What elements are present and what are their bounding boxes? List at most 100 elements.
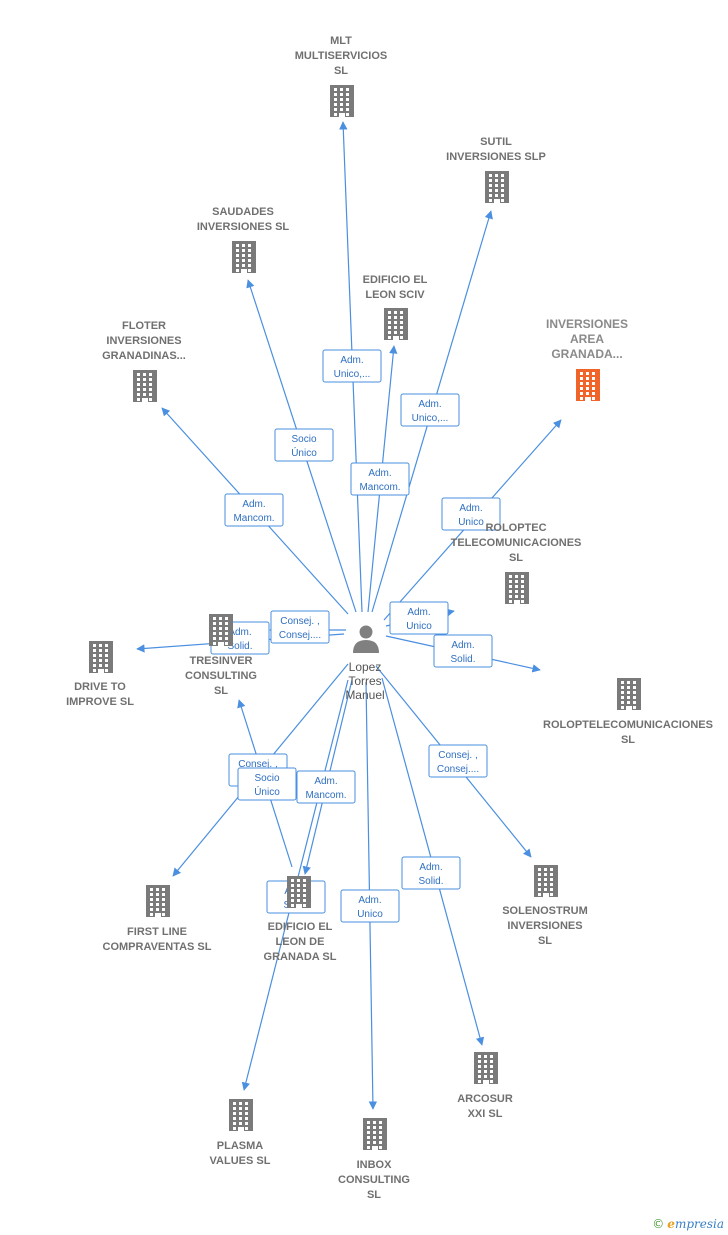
company-node-solenostrum[interactable]: SOLENOSTRUM INVERSIONES SL [502, 865, 588, 947]
building-icon [133, 370, 157, 402]
edge-label-text: Único [291, 446, 317, 459]
edge-label-roloptec[interactable]: Adm.Unico [389, 601, 449, 635]
building-icon [617, 678, 641, 710]
company-label: GRANADA... [551, 347, 622, 361]
company-label: SUTIL [480, 136, 512, 148]
company-label: INVERSIONES SL [197, 221, 290, 233]
company-node-saudades[interactable]: SAUDADES INVERSIONES SL [197, 206, 290, 273]
edge-label-text: Solid. [418, 876, 443, 887]
edge-label-text: Consej. , [438, 750, 477, 761]
edge-label-text: Adm. [418, 399, 441, 410]
building-icon [89, 641, 113, 673]
company-node-arcosur[interactable]: ARCOSUR XXI SL [457, 1052, 513, 1120]
company-label: COMPRAVENTAS SL [103, 941, 212, 953]
company-label: LEON DE [276, 936, 325, 948]
company-label: MULTISERVICIOS [295, 50, 388, 62]
company-node-first-line[interactable]: FIRST LINE COMPRAVENTAS SL [103, 885, 212, 953]
company-label: FIRST LINE [127, 926, 187, 938]
company-label: PLASMA [217, 1140, 264, 1152]
person-label: Manuel [345, 688, 384, 702]
company-label: TELECOMUNICACIONES [451, 537, 582, 549]
edge-label-sutil[interactable]: Adm. Unico,... [400, 393, 460, 427]
edge-label-sciv[interactable]: Adm.Mancom. [350, 462, 410, 496]
person-icon [349, 620, 383, 654]
edge-label-roloptelecom[interactable]: Adm.Solid. [433, 634, 493, 668]
edge-label-text: Adm. [242, 499, 265, 510]
edge-label-solenostrum[interactable]: Consej. , Consej.... [428, 744, 488, 778]
building-icon [287, 876, 311, 908]
edge-label-text: Unico,... [412, 413, 449, 424]
empresia-logo[interactable]: ©empresia [652, 1217, 724, 1231]
building-icon [576, 369, 600, 401]
company-label: ROLOPTELECOMUNICACIONES [543, 719, 713, 731]
edge-label-text: Consej. , [238, 759, 277, 770]
company-label: SL [538, 935, 552, 947]
building-icon [330, 85, 354, 117]
company-node-inversiones-area[interactable]: INVERSIONESAREAGRANADA... [546, 317, 628, 401]
building-icon [534, 865, 558, 897]
edge-label-text: Adm. [459, 503, 482, 514]
edge-label-mlt[interactable]: Adm. Unico,... [322, 349, 382, 383]
edge-label-text: Mancom. [359, 482, 400, 493]
company-label: GRANADA SL [264, 951, 337, 963]
edge-label-text: Unico,... [334, 369, 371, 380]
company-label: FLOTER [122, 320, 166, 332]
building-icon [505, 572, 529, 604]
edge-label-text: Solid. [450, 654, 475, 665]
company-label: XXI SL [468, 1108, 503, 1120]
edge-label-text: Adm. [228, 627, 251, 638]
edge-label-tres-consej[interactable]: Consej. ,Consej.... [270, 610, 330, 644]
company-label: GRANADINAS... [102, 350, 186, 362]
edge-label-floter[interactable]: Adm. Mancom. [224, 493, 284, 527]
edge-label-text: Solid. [227, 641, 252, 652]
company-node-plasma[interactable]: PLASMA VALUES SL [210, 1099, 271, 1167]
edge-label-text: Adm. [358, 895, 381, 906]
edge-label-area[interactable]: Adm. Unico [441, 497, 501, 531]
building-icon [474, 1052, 498, 1084]
company-label: ROLOPTEC [485, 522, 546, 534]
edge-label-text: Consej.... [437, 764, 479, 775]
company-label: VALUES SL [210, 1155, 271, 1167]
building-icon [384, 308, 408, 340]
edge-label-text: Socio [254, 773, 279, 784]
copyright-icon: © [652, 1217, 665, 1231]
company-label: INVERSIONES [507, 920, 582, 932]
company-label: MLT [330, 35, 352, 47]
building-icon [485, 171, 509, 203]
building-icon [363, 1118, 387, 1150]
edge-label-arcosur[interactable]: Adm. Solid. [401, 856, 461, 890]
company-label: IMPROVE SL [66, 696, 134, 708]
company-label: SL [509, 552, 523, 564]
company-label: SOLENOSTRUM [502, 905, 588, 917]
edge-label-text: Adm. [340, 355, 363, 366]
edge-label-inbox[interactable]: Adm.Unico [340, 889, 400, 923]
building-icon [146, 885, 170, 917]
company-label: SL [367, 1189, 381, 1201]
edge-label-text: Adm. [407, 607, 430, 618]
company-label: TRESINVER [190, 655, 253, 667]
company-node-roloptec[interactable]: ROLOPTEC TELECOMUNICACIONES SL [451, 522, 582, 604]
edge-label-text: Adm. [419, 862, 442, 873]
company-label: SL [214, 685, 228, 697]
person-label: Lopez [349, 660, 382, 674]
company-label: CONSULTING [338, 1174, 410, 1186]
company-label: ARCOSUR [457, 1093, 513, 1105]
company-label: LEON SCIV [365, 289, 425, 301]
building-icon [232, 241, 256, 273]
edge-label-text: Mancom. [233, 513, 274, 524]
company-label: SAUDADES [212, 206, 274, 218]
company-node-floter[interactable]: FLOTERINVERSIONESGRANADINAS... [102, 320, 186, 402]
edge-label-granada-mancom[interactable]: Adm.Mancom. [296, 770, 356, 804]
edge-label-text: Unico [458, 517, 484, 528]
